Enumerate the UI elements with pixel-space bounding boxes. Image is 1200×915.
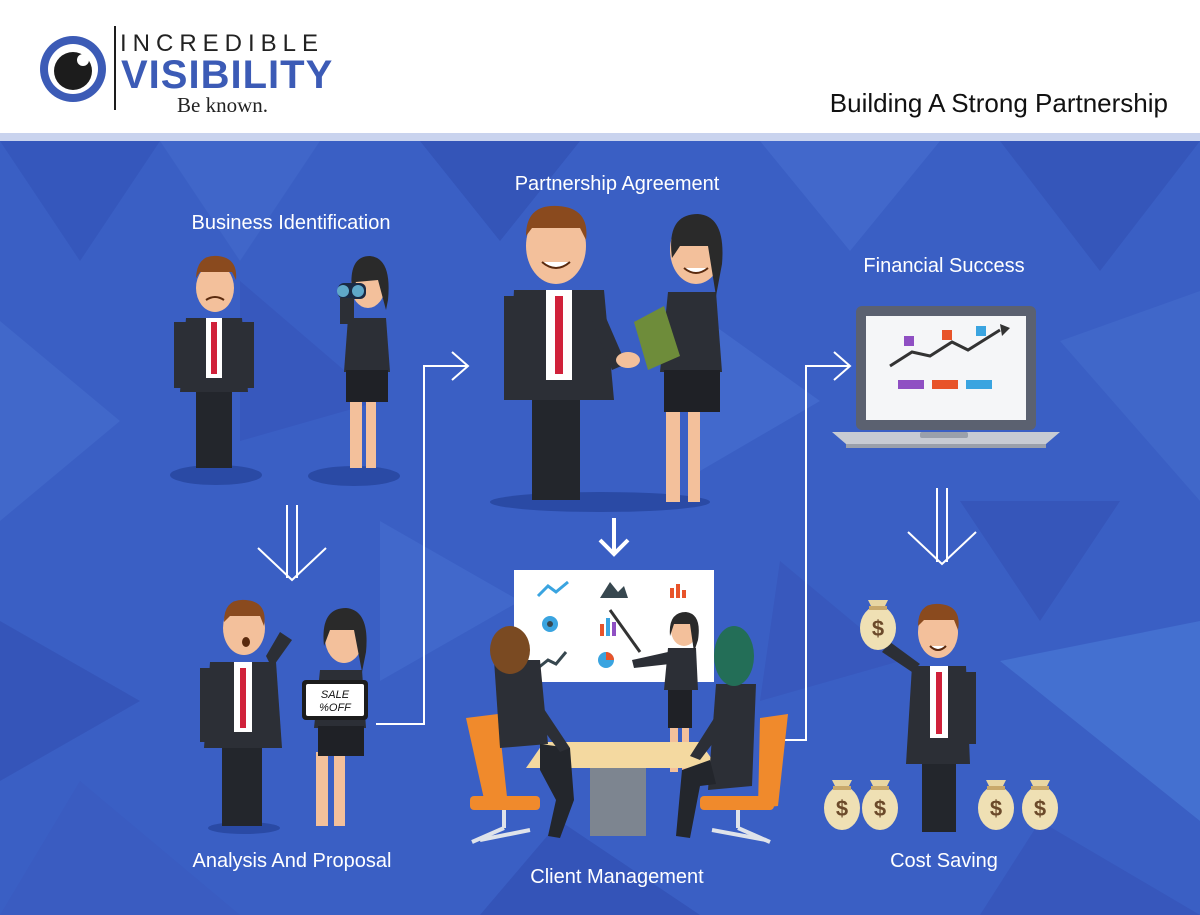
step-label-partnership-agreement: Partnership Agreement — [514, 173, 720, 195]
page-title: Building A Strong Partnership — [829, 88, 1168, 118]
header: INCREDIBLE VISIBILITY Be known. Building… — [0, 0, 1200, 133]
logo-tagline: Be known. — [177, 93, 268, 117]
step-label-client-management: Client Management — [530, 866, 704, 888]
step-label-financial-success: Financial Success — [863, 255, 1025, 277]
arrow-down-icon — [598, 518, 630, 557]
arrow-right-icon — [451, 351, 470, 381]
sale-sign-line-2: %OFF — [319, 702, 352, 714]
double-arrow-down-icon — [257, 505, 327, 582]
flow-connectors — [376, 351, 852, 741]
step-label-cost-saving: Cost Saving — [890, 850, 998, 872]
partnership-agreement-scene — [490, 205, 723, 512]
cost-saving-scene — [824, 600, 1058, 832]
connector-management-to-financial — [776, 365, 850, 741]
arrow-right-icon — [833, 351, 852, 381]
logo-wordmark-top: INCREDIBLE — [120, 30, 325, 57]
eye-logo-icon — [40, 36, 106, 102]
step-label-analysis-and-proposal: Analysis And Proposal — [192, 850, 392, 872]
logo-divider — [114, 26, 116, 110]
double-arrow-down-icon — [907, 488, 977, 566]
analysis-and-proposal-scene — [200, 599, 368, 834]
client-management-scene — [466, 570, 788, 844]
business-identification-scene — [170, 255, 400, 486]
money-bag-icon — [1022, 780, 1058, 830]
sale-sign-line-1: SALE — [321, 689, 350, 701]
header-strip — [0, 133, 1200, 141]
money-bag-icon — [860, 600, 896, 650]
connector-analysis-to-agreement — [376, 365, 468, 725]
money-bag-icon — [978, 780, 1014, 830]
step-label-business-identification: Business Identification — [191, 212, 391, 234]
laptop-chart-icon — [832, 306, 1060, 448]
money-bag-icon — [824, 780, 860, 830]
money-bag-icon — [862, 780, 898, 830]
logo-wordmark-main: VISIBILITY — [121, 53, 334, 97]
